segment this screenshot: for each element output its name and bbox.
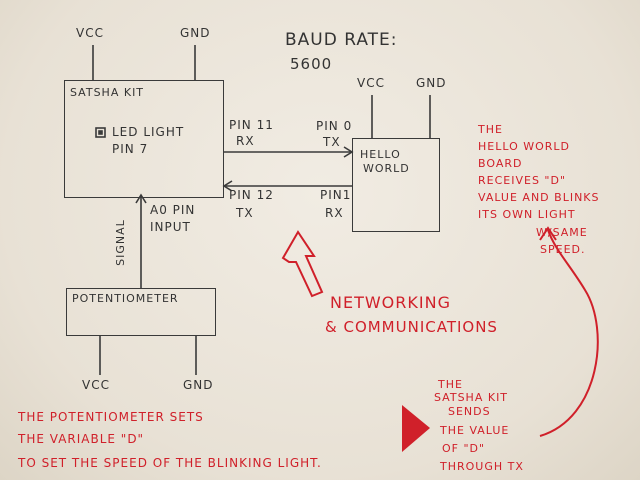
satsha-kit-box <box>64 80 224 198</box>
tx-arrowhead <box>222 180 233 192</box>
led-pin-label: PIN 7 <box>112 142 149 156</box>
networking-title: NETWORKING <box>330 293 451 312</box>
satsha-vcc-label: VCC <box>76 26 104 40</box>
hello-note-line: ITS OWN LIGHT <box>478 208 576 221</box>
a0-input-label: INPUT <box>150 220 191 234</box>
signal-arrowhead <box>135 193 147 204</box>
pin11-label: PIN 11 <box>229 118 274 132</box>
led-square <box>95 127 106 138</box>
pot-vcc-label: VCC <box>82 378 110 392</box>
satsha-note-line: THE VALUE <box>440 424 510 437</box>
pin0-label: PIN 0 <box>316 119 353 133</box>
pot-gnd-label: GND <box>183 378 214 392</box>
communications-title: & COMMUNICATIONS <box>325 318 498 336</box>
hello-vcc-label: VCC <box>357 76 385 90</box>
led-light-label: LED LIGHT <box>112 125 185 139</box>
satsha-gnd-label: GND <box>180 26 211 40</box>
pot-note-line: TO SET THE SPEED OF THE BLINKING LIGHT. <box>18 456 322 470</box>
potentiometer-box <box>66 288 216 336</box>
world-label: WORLD <box>363 162 410 175</box>
feedback-curve <box>539 229 599 437</box>
hello-note-line: HELLO WORLD <box>478 140 571 153</box>
satsha-note-line: OF "D" <box>442 442 486 455</box>
satsha-rx-label: RX <box>236 134 255 148</box>
satsha-note-line: SATSHA KIT <box>434 391 509 404</box>
satsha-note-line: SENDS <box>448 405 491 418</box>
hello-note-line: SPEED. <box>540 243 586 256</box>
a0-pin-label: A0 PIN <box>150 203 196 217</box>
satsha-note-line: THROUGH TX <box>440 460 524 473</box>
baud-rate-title: BAUD RATE: <box>285 30 398 50</box>
hello-note-line: THE <box>478 123 503 136</box>
satsha-kit-title: SATSHA KIT <box>70 86 145 99</box>
pin12-label: PIN 12 <box>229 188 274 202</box>
signal-label: SIGNAL <box>113 219 127 266</box>
networking-arrow <box>281 230 324 298</box>
feedback-arrowhead <box>539 226 557 241</box>
satsha-note-line: THE <box>438 378 463 391</box>
satsha-tx-label: TX <box>236 206 254 220</box>
hello-tx-label: TX <box>323 135 341 149</box>
pot-note-line: THE VARIABLE "D" <box>18 432 145 446</box>
hello-gnd-label: GND <box>416 76 447 90</box>
hello-rx-label: RX <box>325 206 344 220</box>
hello-note-line: VALUE AND BLINKS <box>478 191 600 204</box>
led-dot <box>98 130 103 135</box>
hello-note-line: W/SAME <box>536 226 588 239</box>
hello-world-box <box>352 138 440 232</box>
hello-label: HELLO <box>360 148 401 161</box>
red-triangle <box>402 405 430 452</box>
pin1-label: PIN1 <box>320 188 352 202</box>
hello-note-line: RECEIVES "D" <box>478 174 567 187</box>
pot-note-line: THE POTENTIOMETER SETS <box>18 410 204 424</box>
potentiometer-label: POTENTIOMETER <box>72 292 179 305</box>
baud-rate-value: 5600 <box>290 55 333 73</box>
hello-note-line: BOARD <box>478 157 523 170</box>
